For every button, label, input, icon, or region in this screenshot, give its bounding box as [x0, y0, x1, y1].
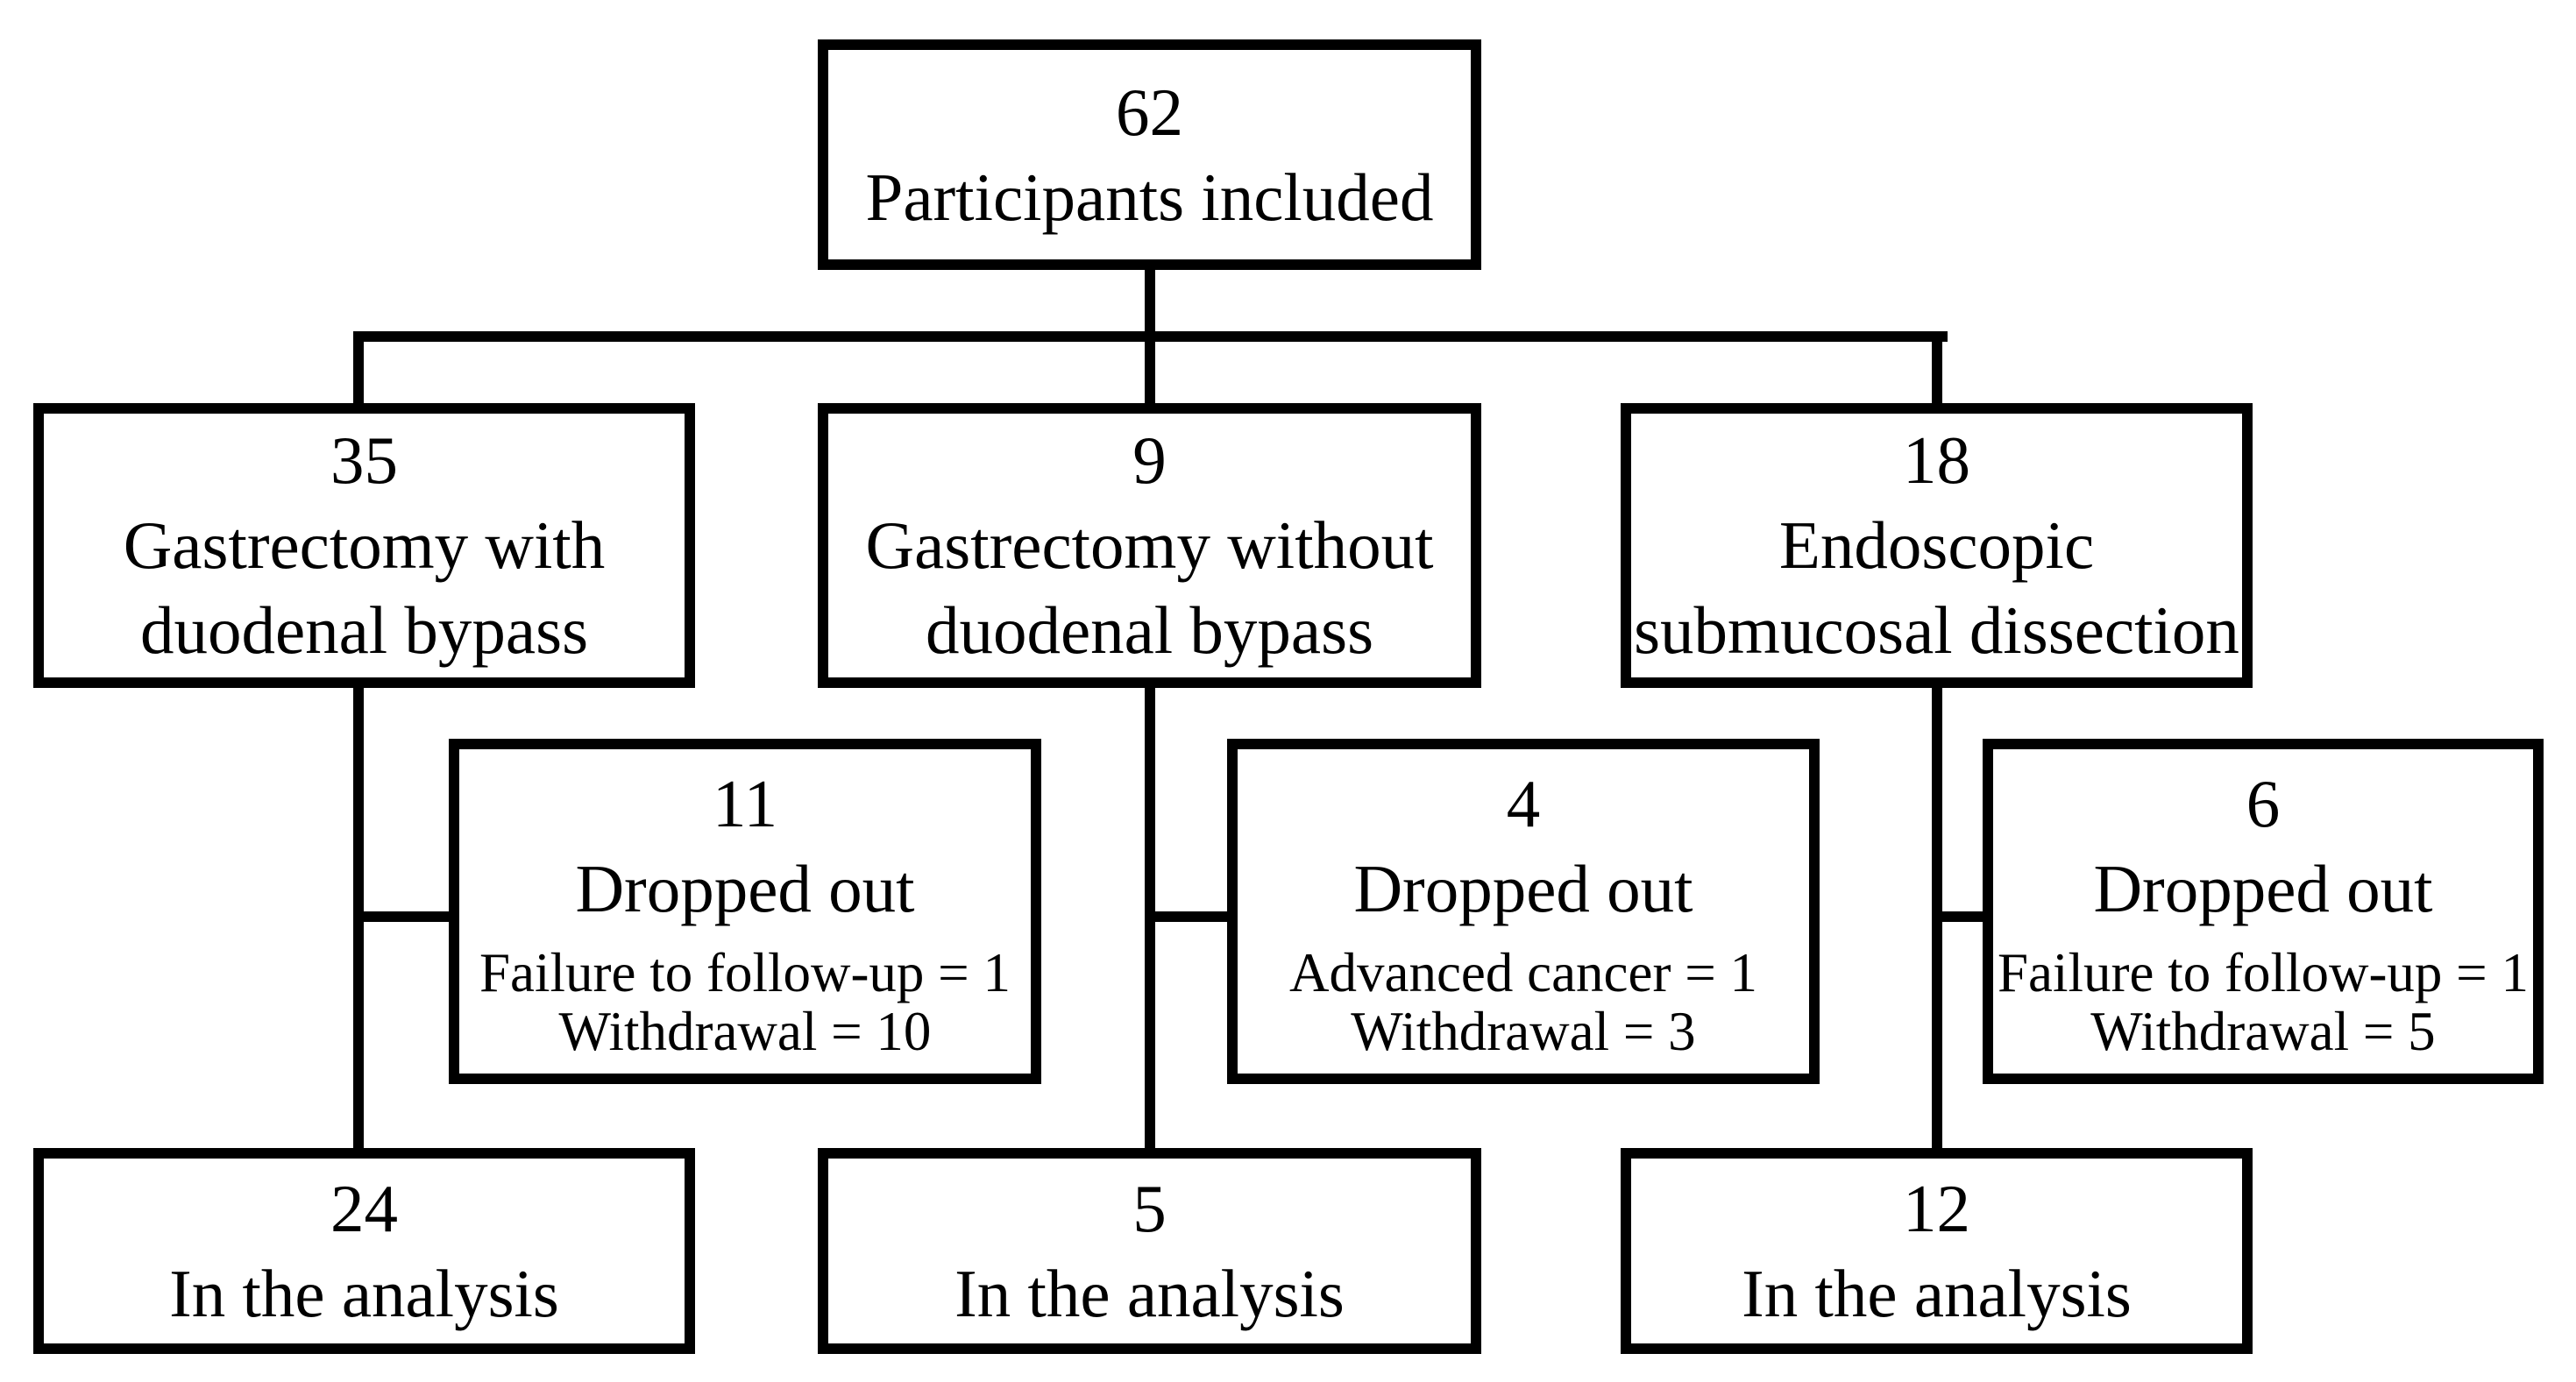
connector-dropout2-stub	[1150, 911, 1233, 922]
participants-included-box: 62 Participants included	[818, 39, 1481, 270]
analysis-count: 12	[1903, 1170, 1970, 1246]
analysis-count: 5	[1132, 1170, 1167, 1246]
dropout-reason-2: Withdrawal = 5	[2090, 1001, 2436, 1062]
arm-label-line1: Gastrectomy with	[123, 507, 606, 583]
dropout-box-arm2: 4 Dropped out Advanced cancer = 1 Withdr…	[1227, 739, 1820, 1084]
connector-dropout3-stub	[1937, 911, 1990, 922]
dropout-count: 4	[1506, 766, 1541, 841]
arm-label-line2: duodenal bypass	[139, 592, 589, 668]
connector-top-stem	[1145, 263, 1155, 342]
participants-count: 62	[1116, 74, 1183, 150]
dropout-label: Dropped out	[2093, 851, 2433, 926]
analysis-box-arm1: 24 In the analysis	[33, 1148, 695, 1354]
arm-label-line2: duodenal bypass	[925, 592, 1374, 668]
connector-drop-left	[353, 337, 364, 407]
connector-drop-middle	[1145, 337, 1155, 407]
connector-drop-right	[1932, 331, 1942, 407]
dropout-reason-1: Failure to follow-up = 1	[479, 942, 1011, 1003]
analysis-label: In the analysis	[169, 1255, 559, 1331]
dropout-reason-1: Advanced cancer = 1	[1289, 942, 1757, 1003]
arm-count: 18	[1903, 422, 1970, 498]
arm-count: 9	[1132, 422, 1167, 498]
analysis-count: 24	[330, 1170, 398, 1246]
arm-gastrectomy-without-bypass-box: 9 Gastrectomy without duodenal bypass	[818, 403, 1481, 688]
analysis-label: In the analysis	[1742, 1255, 2132, 1331]
dropout-reasons: Failure to follow-up = 1 Withdrawal = 10	[479, 944, 1011, 1061]
dropout-reason-2: Withdrawal = 10	[558, 1001, 932, 1062]
arm-gastrectomy-with-bypass-box: 35 Gastrectomy with duodenal bypass	[33, 403, 695, 688]
connector-dropout1-stub	[358, 911, 455, 922]
arm-label-line1: Endoscopic	[1778, 507, 2095, 583]
analysis-box-arm2: 5 In the analysis	[818, 1148, 1481, 1354]
dropout-count: 6	[2246, 766, 2281, 841]
dropout-reasons: Failure to follow-up = 1 Withdrawal = 5	[1998, 944, 2529, 1061]
arm-count: 35	[330, 422, 398, 498]
analysis-box-arm3: 12 In the analysis	[1621, 1148, 2253, 1354]
arm-label-line2: submucosal dissection	[1634, 592, 2239, 668]
dropout-box-arm3: 6 Dropped out Failure to follow-up = 1 W…	[1983, 739, 2544, 1084]
dropout-box-arm1: 11 Dropped out Failure to follow-up = 1 …	[449, 739, 1041, 1084]
analysis-label: In the analysis	[954, 1255, 1345, 1331]
dropout-reasons: Advanced cancer = 1 Withdrawal = 3	[1289, 944, 1757, 1061]
arm-label-line1: Gastrectomy without	[865, 507, 1434, 583]
participants-label: Participants included	[865, 159, 1434, 235]
dropout-reason-1: Failure to follow-up = 1	[1998, 942, 2529, 1003]
dropout-reason-2: Withdrawal = 3	[1351, 1001, 1696, 1062]
dropout-count: 11	[712, 766, 778, 841]
arm-endoscopic-submucosal-dissection-box: 18 Endoscopic submucosal dissection	[1621, 403, 2253, 688]
dropout-label: Dropped out	[1353, 851, 1693, 926]
dropout-label: Dropped out	[575, 851, 915, 926]
